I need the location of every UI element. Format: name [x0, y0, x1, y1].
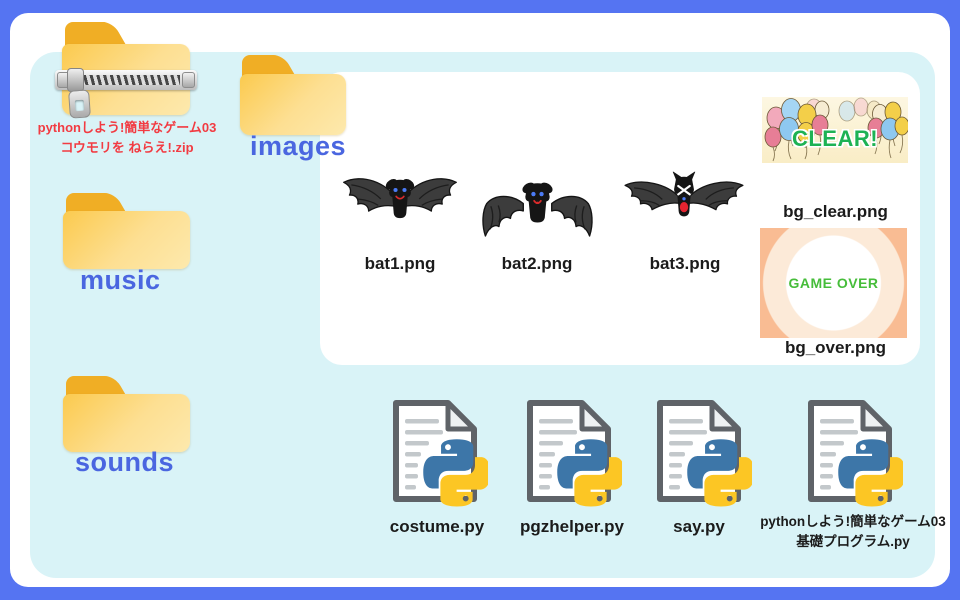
- game-over-text: GAME OVER: [788, 275, 879, 291]
- bg-over-label: bg_over.png: [784, 338, 887, 357]
- bat1-image[interactable]: [336, 168, 464, 244]
- python-file-icon-base-program[interactable]: [803, 397, 903, 509]
- bg-clear-image[interactable]: CLEAR!: [762, 97, 908, 163]
- folder-label-images: images: [250, 131, 347, 161]
- folder-label-sounds: sounds: [75, 447, 175, 477]
- zip-file-label-line2: コウモリを ねらえ!.zip: [60, 139, 194, 155]
- zipper-icon: [55, 68, 197, 120]
- python-file-label-base-program: pythonしよう!簡単なゲーム03 基礎プログラム.py: [745, 512, 960, 551]
- python-file-label-costume: costume.py: [389, 517, 485, 536]
- bat3-image[interactable]: [620, 168, 748, 236]
- base-program-label-line1: pythonしよう!簡単なゲーム03: [760, 514, 946, 529]
- folder-body: [240, 74, 346, 135]
- folder-icon-sounds[interactable]: [63, 376, 190, 452]
- zip-file-label: pythonしよう!簡単なゲーム03 コウモリを ねらえ!.zip: [18, 118, 236, 157]
- bat2-label: bat2.png: [501, 254, 573, 273]
- bat2-image[interactable]: [480, 174, 595, 254]
- folder-body: [63, 211, 190, 269]
- folder-label-music: music: [80, 265, 161, 295]
- folder-body: [63, 394, 190, 452]
- python-file-icon-say[interactable]: [652, 397, 752, 509]
- python-file-label-say: say.py: [673, 517, 725, 536]
- bat1-label: bat1.png: [364, 254, 436, 273]
- base-program-label-line2: 基礎プログラム.py: [796, 533, 910, 549]
- python-file-icon-pgzhelper[interactable]: [522, 397, 622, 509]
- bat3-label: bat3.png: [649, 254, 721, 273]
- bg-over-image[interactable]: GAME OVER: [760, 228, 907, 338]
- bg-clear-label: bg_clear.png: [783, 202, 888, 221]
- zip-file-label-line1: pythonしよう!簡単なゲーム03: [37, 120, 217, 135]
- python-file-icon-costume[interactable]: [388, 397, 488, 509]
- python-file-label-pgzhelper: pgzhelper.py: [520, 517, 624, 536]
- folder-icon-music[interactable]: [63, 193, 190, 269]
- clear-text: CLEAR!: [791, 125, 879, 151]
- zip-file-icon[interactable]: [55, 22, 197, 120]
- folder-icon-images[interactable]: [240, 55, 346, 135]
